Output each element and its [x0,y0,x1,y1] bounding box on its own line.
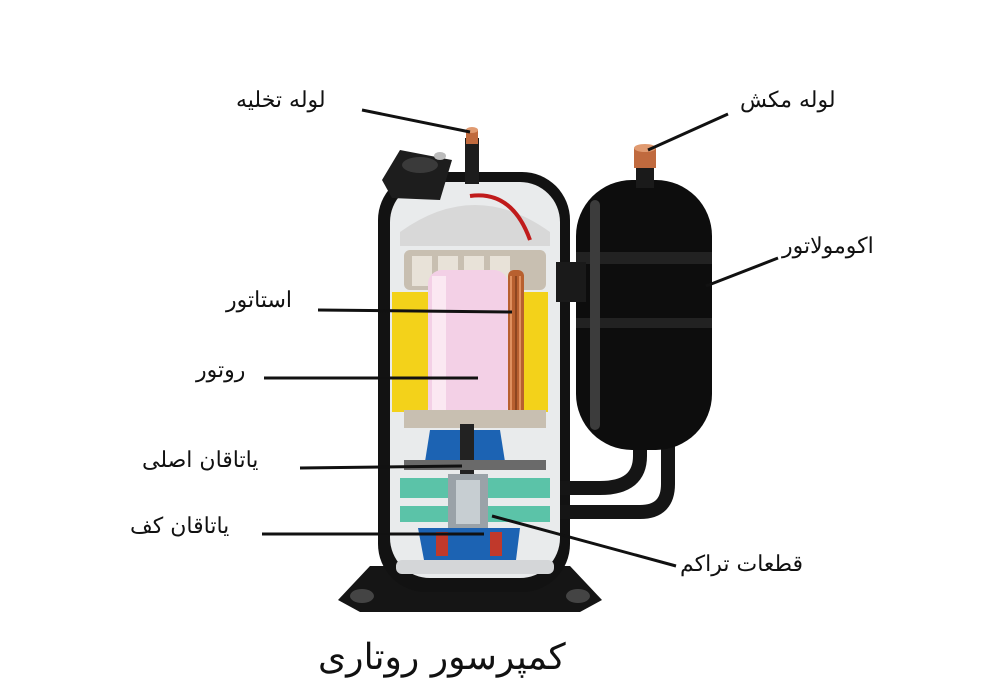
label-accumulator: اکومولاتور [782,234,874,259]
label-suction-pipe: لوله مکش [740,88,836,113]
diagram-caption: کمپرسور روتاری [318,637,566,678]
label-stator: استاتور [226,288,292,313]
leader-accumulator [705,256,779,288]
leader-suction [647,112,729,152]
discharge-pipe [465,138,479,184]
accumulator-bracket [556,262,586,302]
label-main-bearing: یاتاقان اصلی [142,448,259,473]
leader-stator [317,308,513,314]
rotor [428,270,508,420]
label-bottom-bearing: یاتاقان کف [130,514,230,539]
label-discharge-pipe: لوله تخلیه [236,88,326,113]
leader-discharge [361,108,471,134]
stator-right [524,292,548,412]
suction-pipe [636,164,654,188]
connecting-pipe-upper [560,430,647,495]
leader-compression-parts [491,514,677,568]
mount-hole-right [566,589,590,603]
label-compression-parts: قطعات تراکم [680,552,804,577]
label-rotor: روتور [196,358,246,383]
connecting-pipe-lower [560,430,675,519]
mount-hole-left [350,589,374,603]
accumulator-tank [576,180,712,450]
leader-main-bearing [299,464,463,470]
